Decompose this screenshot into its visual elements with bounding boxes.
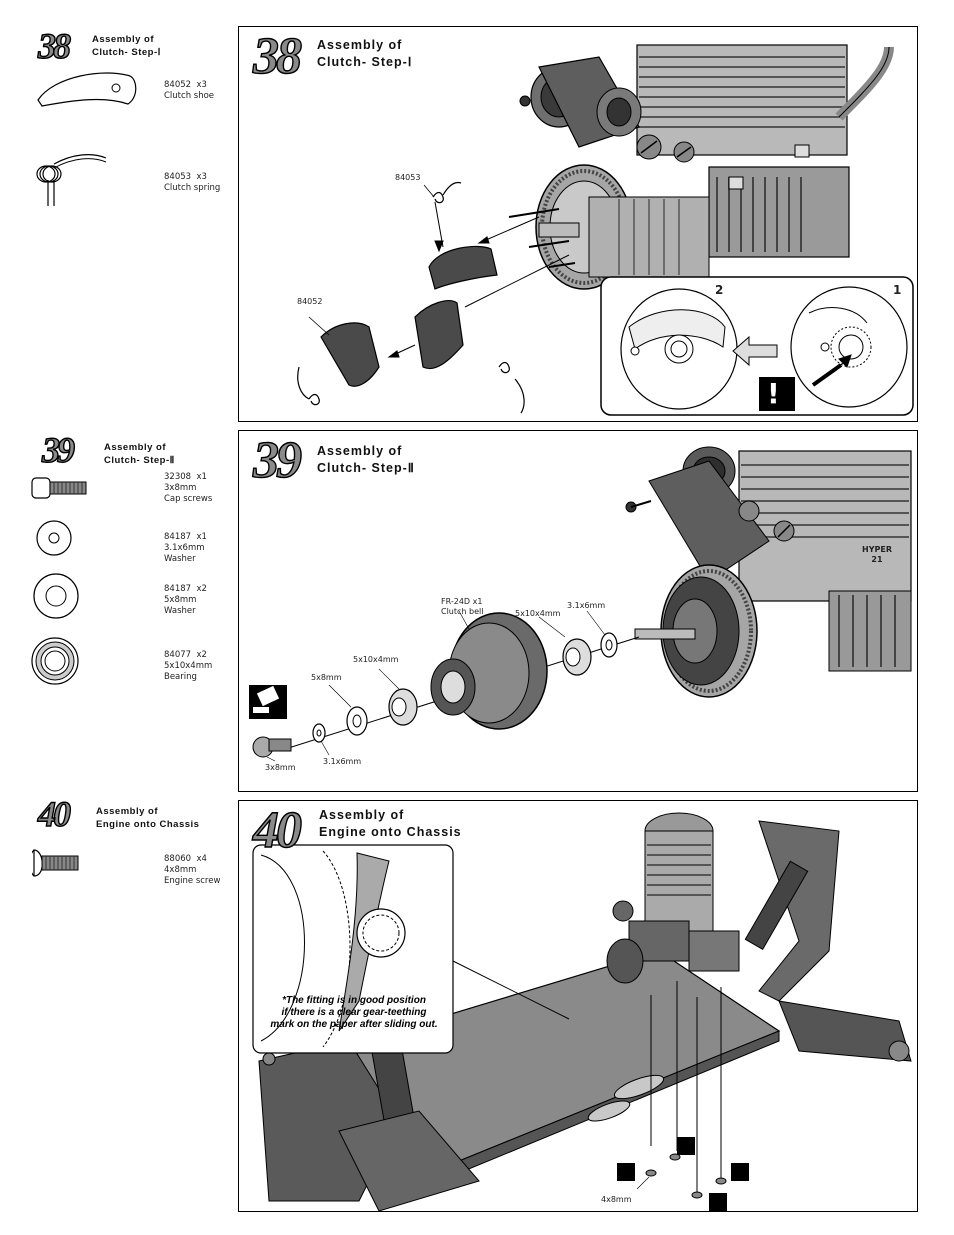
part-qty: x2	[196, 650, 207, 660]
step-38-number-small: 38	[37, 26, 71, 66]
flywheel-with-shoes	[634, 564, 758, 698]
part-desc: Bearing	[164, 672, 197, 683]
mount-screw-arrows	[650, 981, 722, 1196]
engine-brand-label: HYPER 21	[862, 545, 892, 564]
gear-mesh-detail	[252, 844, 570, 1054]
part-size: 4x8mm	[164, 865, 197, 876]
part-code: 84077	[164, 650, 192, 660]
clutch-step2-illustration	[249, 446, 912, 762]
step-39-title-small: Assembly of Clutch- Step-Ⅱ	[104, 442, 175, 466]
step-38-panel: 38 Assembly of Clutch- Step-Ⅰ 84053 8405…	[238, 26, 918, 422]
clutch-spring-icon	[36, 154, 107, 206]
step-39-panel: 39 Assembly of Clutch- Step-Ⅱ HYPER 21 F…	[238, 430, 918, 792]
part-desc: Washer	[164, 606, 196, 617]
part-code: 84187	[164, 584, 192, 594]
callout-clutch-bell: FR-24D x1 Clutch bell	[441, 597, 483, 616]
cap-screw-icon	[31, 477, 87, 499]
detail-number-2: 2	[715, 283, 724, 297]
part-label-88060: 88060 x4 4x8mm Engine screw	[164, 854, 220, 887]
clutch-shoe-icon	[37, 72, 137, 107]
callout-bearing-outer: 5x10x4mm	[515, 609, 561, 618]
step-38-title-small: Assembly of Clutch- Step-Ⅰ	[92, 34, 161, 58]
engine-mount-illustration	[252, 812, 912, 1211]
part-desc: Washer	[164, 554, 196, 565]
part-qty: x4	[196, 854, 207, 864]
step-38-title: Assembly of Clutch- Step-Ⅰ	[317, 38, 413, 69]
engine-assembly	[606, 812, 740, 984]
warning-exclamation-icon: !	[767, 377, 780, 410]
detail-number-1: 1	[893, 283, 902, 297]
part-desc: Engine screw	[164, 876, 221, 887]
front-suspension	[258, 1040, 480, 1211]
callout-washer-inner: 5x8mm	[311, 673, 342, 682]
clutch-shoes	[320, 245, 498, 387]
callout-washer-small: 3.1x6mm	[323, 757, 362, 766]
clutch-springs	[297, 181, 525, 414]
engine-block	[625, 446, 912, 672]
threadlock-icons	[617, 1137, 749, 1211]
callout-washer-outer: 3.1x6mm	[567, 601, 606, 610]
callout-engine-screw: 4x8mm	[601, 1195, 632, 1204]
part-code: 88060	[164, 854, 192, 864]
engine-cylinder-head	[636, 44, 850, 258]
callout-screw: 3x8mm	[265, 763, 296, 772]
callout-bearing-inner: 5x10x4mm	[353, 655, 399, 664]
gear-mesh-note: *The fitting is in good position if ther…	[270, 995, 438, 1030]
part-label-84187-b: 84187 x2 5x8mm Washer	[164, 584, 207, 617]
washer-large-icon	[33, 573, 79, 619]
part-size: 5x10x4mm	[164, 661, 213, 672]
washer-small-icon	[36, 520, 72, 556]
part-label-84052: 84052 x3 Clutch shoe	[164, 80, 214, 102]
clutch-bell-name: Clutch bell	[441, 606, 484, 616]
clutch-bell-stack	[252, 612, 618, 758]
assembly-arrows	[387, 201, 570, 358]
callout-84053: 84053	[395, 173, 421, 182]
rear-suspension	[744, 820, 912, 1062]
part-size: 3.1x6mm	[164, 543, 205, 554]
part-code: 32308	[164, 472, 192, 482]
part-size: 5x8mm	[164, 595, 197, 606]
part-qty: x1	[196, 472, 207, 482]
part-label-84187-a: 84187 x1 3.1x6mm Washer	[164, 532, 207, 565]
part-size: 3x8mm	[164, 483, 197, 494]
part-qty: x2	[196, 584, 207, 594]
step-40-panel: 40 Assembly of Engine onto Chassis *The …	[238, 800, 918, 1212]
part-desc: Cap screws	[164, 494, 213, 505]
flywheel	[508, 164, 710, 290]
step-38-number: 38	[252, 28, 302, 85]
part-qty: x3	[196, 172, 207, 182]
clutch-bell-code: FR-24D x1	[441, 597, 483, 606]
part-qty: x3	[196, 80, 207, 90]
step-39-title: Assembly of Clutch- Step-Ⅱ	[317, 444, 415, 475]
mount-screws	[645, 1153, 727, 1199]
carburetor	[519, 56, 695, 163]
clutch-step1-illustration	[297, 44, 914, 416]
part-label-84077: 84077 x2 5x10x4mm Bearing	[164, 650, 212, 683]
clutch-detail-box	[600, 276, 914, 416]
part-label-32308: 32308 x1 3x8mm Cap screws	[164, 472, 212, 505]
part-desc: Clutch spring	[164, 183, 221, 194]
engine-screw-icon	[32, 849, 79, 877]
callout-84052: 84052	[297, 297, 323, 306]
part-qty: x1	[196, 532, 207, 542]
step-39-number-small: 39	[41, 430, 75, 470]
part-desc: Clutch shoe	[164, 91, 215, 102]
step-40-title-small: Assembly of Engine onto Chassis	[96, 806, 200, 830]
part-label-84053: 84053 x3 Clutch spring	[164, 172, 220, 194]
part-code: 84053	[164, 172, 192, 182]
step-39-number: 39	[252, 432, 302, 489]
part-code: 84187	[164, 532, 192, 542]
threadlock-icon	[249, 685, 287, 719]
step-40-number: 40	[252, 802, 302, 859]
bearing-icon	[31, 637, 79, 685]
step-40-number-small: 40	[37, 794, 71, 834]
part-code: 84052	[164, 80, 192, 90]
step-40-title: Assembly of Engine onto Chassis	[319, 808, 462, 839]
